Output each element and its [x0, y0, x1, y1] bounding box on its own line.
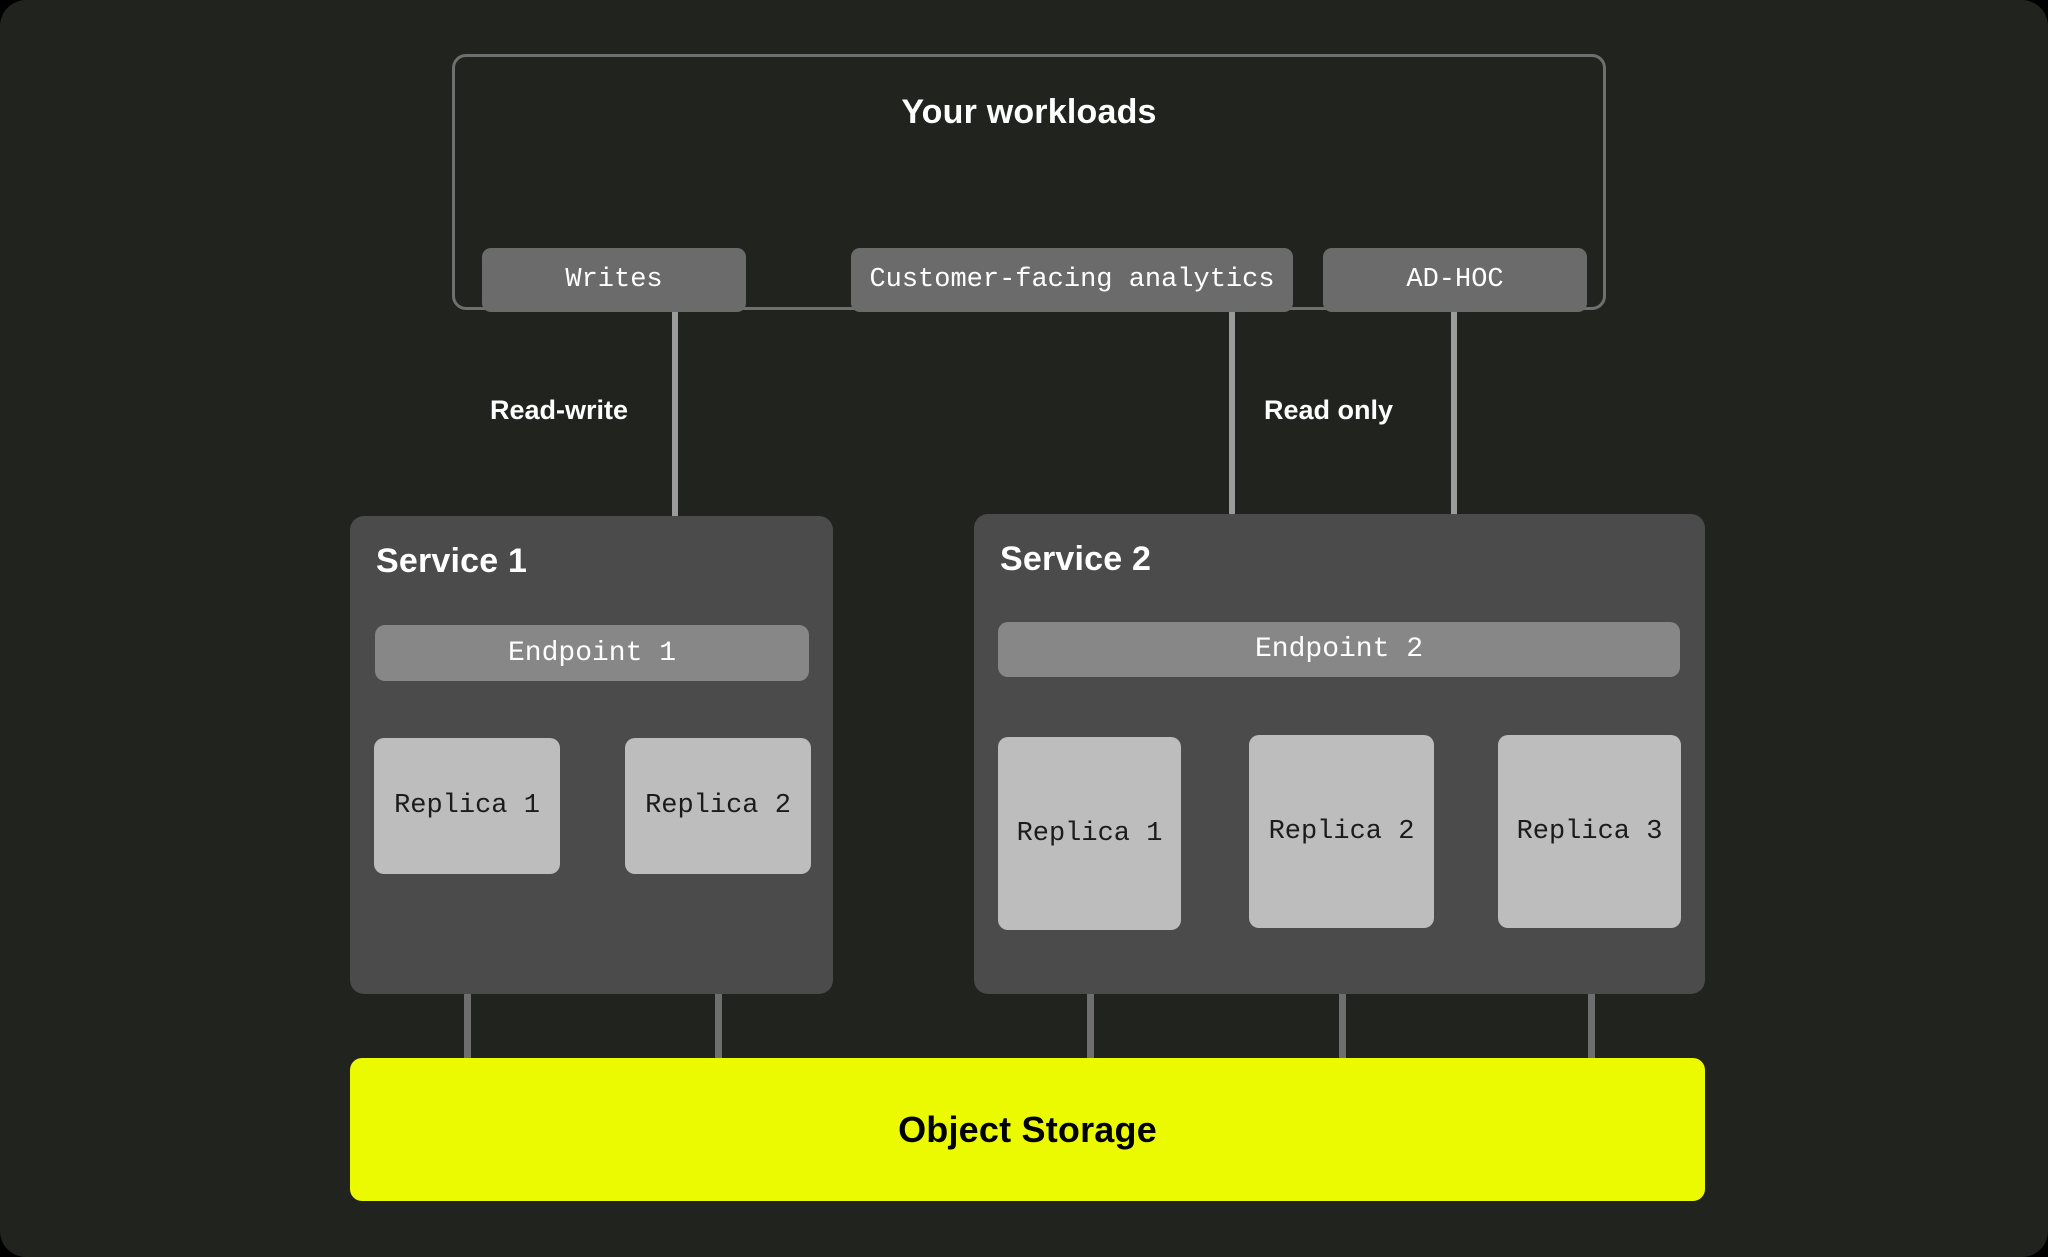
arrow-shaft-adhoc-to-endpoint2 — [1451, 258, 1457, 572]
replica-service-2-1[interactable]: Replica 1 — [998, 737, 1181, 930]
arrow-shaft-analytics-to-endpoint2 — [1229, 258, 1235, 572]
workload-chip-writes[interactable]: Writes — [482, 248, 746, 312]
edge-label-read-only: Read only — [1264, 395, 1394, 425]
replica-service-2-3[interactable]: Replica 3 — [1498, 735, 1681, 928]
workload-chip-ad-hoc[interactable]: AD-HOC — [1323, 248, 1587, 312]
edge-label-read-write: Read-write — [490, 395, 629, 425]
replica-service-2-2[interactable]: Replica 2 — [1249, 735, 1434, 928]
workloads-frame: Your workloads Writes Customer-facing an… — [452, 54, 1606, 312]
arrow-shaft-writes-to-endpoint1 — [672, 258, 678, 574]
workloads-title: Your workloads — [901, 93, 1157, 131]
replica-service-1-1[interactable]: Replica 1 — [374, 738, 560, 874]
object-storage-label: Object Storage — [898, 1108, 1157, 1150]
service-title-service-1: Service 1 — [376, 542, 528, 580]
object-storage-bar[interactable]: Object Storage — [350, 1058, 1705, 1201]
endpoint-service-1[interactable]: Endpoint 1 — [375, 625, 809, 681]
workload-chip-customer-facing-analytics[interactable]: Customer-facing analytics — [851, 248, 1293, 312]
replica-service-1-2[interactable]: Replica 2 — [625, 738, 811, 874]
endpoint-service-2[interactable]: Endpoint 2 — [998, 622, 1680, 677]
service-title-service-2: Service 2 — [1000, 540, 1152, 578]
